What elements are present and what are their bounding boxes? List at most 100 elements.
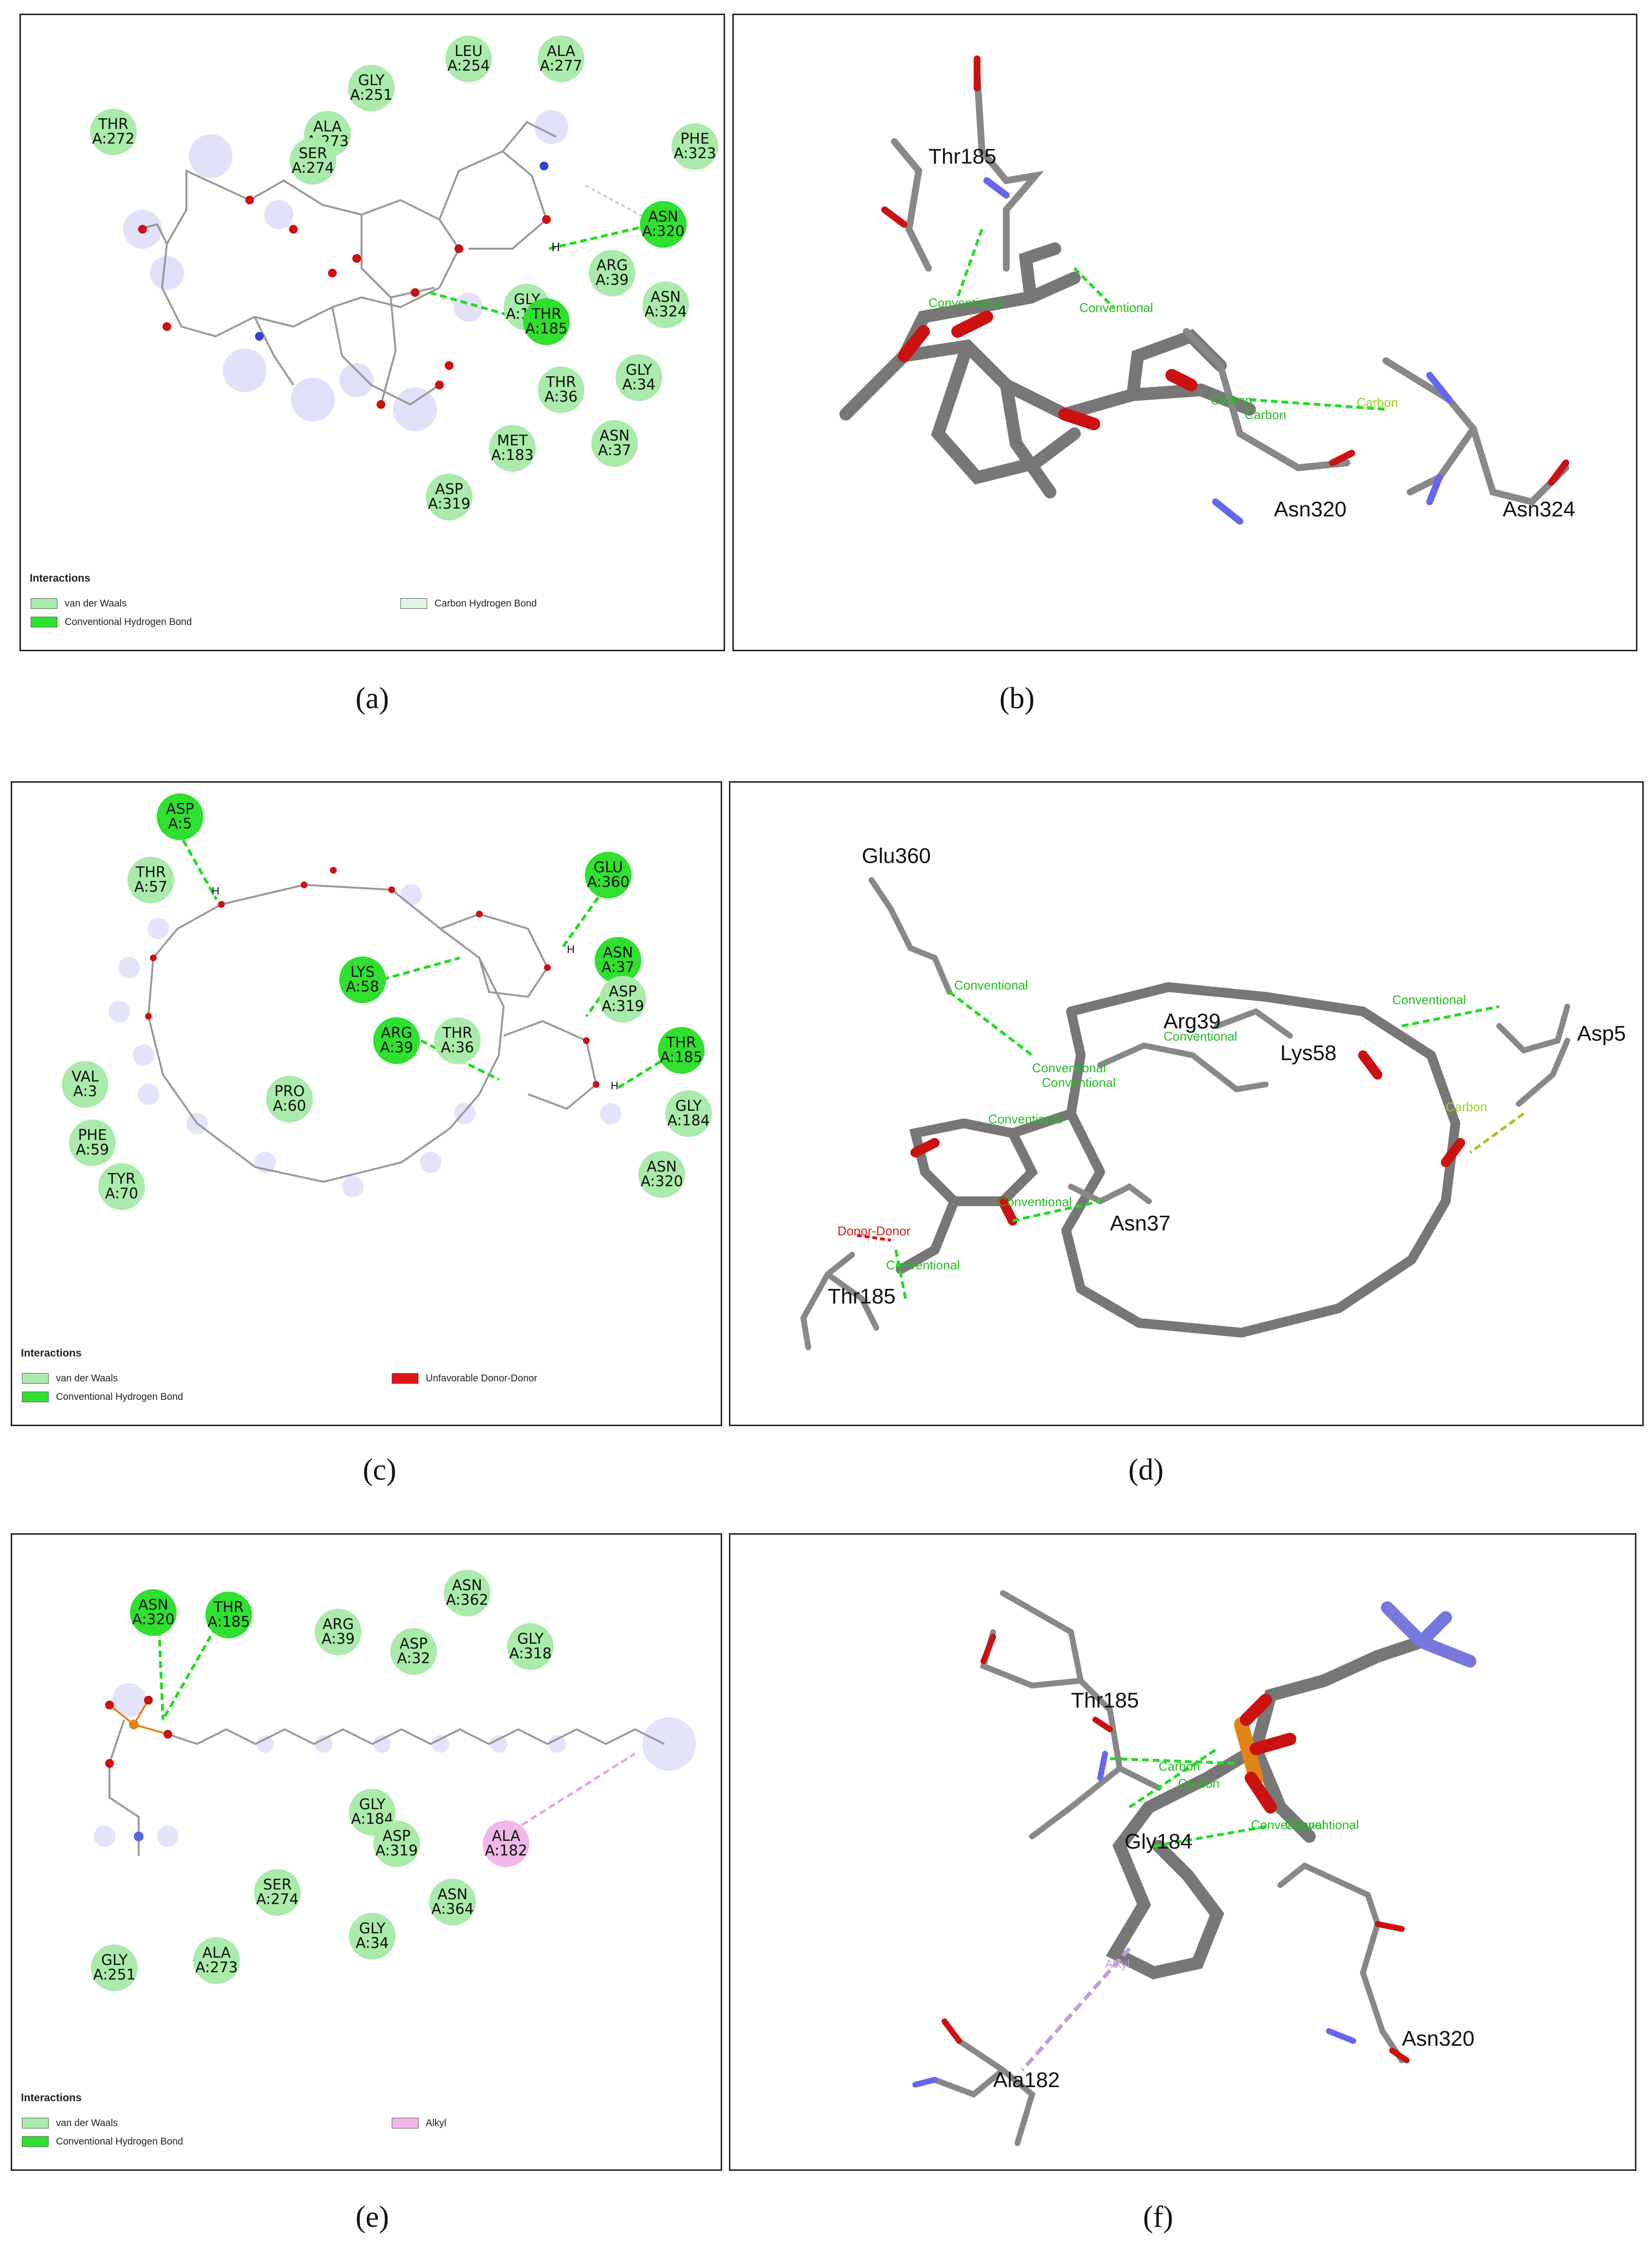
- legend-label: Conventional Hydrogen Bond: [56, 2136, 183, 2147]
- residue-name: VAL: [72, 1068, 99, 1085]
- donor-donor-line: [856, 1234, 891, 1242]
- bond-label: Donor-Donor: [837, 1224, 911, 1238]
- residue-id: A:39: [380, 1039, 413, 1056]
- phosphate-oxygens: [105, 1696, 172, 1768]
- residue-name: ALA: [202, 1944, 231, 1962]
- residue-disc: [672, 123, 718, 170]
- residue-disc: [616, 354, 662, 401]
- choline-nitrogen-sticks: [1381, 1601, 1476, 1668]
- residue-disc: [390, 1628, 437, 1675]
- panel-d-render: Glu360 Arg39 Lys58 Asp5 Asn37 Thr185 Con…: [800, 844, 1626, 1350]
- residue-name: GLY: [517, 1631, 544, 1648]
- residue-label-thr185: Thr185: [928, 145, 996, 168]
- residue-name: ASP: [609, 983, 637, 1000]
- residue-disc: [98, 1163, 145, 1210]
- residue-disc: [523, 298, 570, 345]
- ligand-glow: [94, 1683, 696, 1847]
- bond-label: Conventional: [1079, 300, 1153, 315]
- residue-disc: [507, 1623, 554, 1670]
- residue-disc: [348, 65, 395, 111]
- residue-label-thr185: Thr185: [828, 1284, 895, 1308]
- ligand-glow: [109, 884, 621, 1197]
- residue-id: A:34: [356, 1935, 389, 1952]
- legend-label: Alkyl: [426, 2118, 447, 2128]
- legend-label: Conventional Hydrogen Bond: [65, 617, 192, 627]
- residue-disc: [62, 1061, 109, 1108]
- residue-id: A:251: [350, 87, 392, 104]
- bond-label: Carbon: [1357, 395, 1398, 410]
- residue-name: THR: [531, 306, 562, 323]
- interaction-lines: [894, 990, 1500, 1299]
- legend-swatch: [400, 598, 427, 609]
- residue-id: A:254: [447, 57, 490, 74]
- alkyl-line: [1020, 1947, 1131, 2072]
- residue-id: A:318: [509, 1645, 551, 1662]
- residue-disc: [538, 36, 584, 82]
- legend-swatch: [22, 1392, 49, 1402]
- bond-label: Carbon: [1245, 407, 1286, 422]
- residue-id: A:362: [446, 1592, 488, 1609]
- residue-name: ASN: [647, 1158, 677, 1175]
- legend-label: Unfavorable Donor-Donor: [426, 1373, 538, 1384]
- residue-label-asn37: Asn37: [1110, 1211, 1171, 1235]
- residue-name: ASN: [437, 1886, 468, 1903]
- residue-nitrogens: [983, 177, 1452, 525]
- legend-swatch: [22, 2118, 49, 2128]
- legend-item-hbond: Conventional Hydrogen Bond: [17, 2134, 183, 2149]
- residue-id: A:323: [673, 145, 716, 162]
- legend-label: van der Waals: [65, 598, 127, 609]
- panel-a-legend: Interactions van der Waals Conventional …: [21, 567, 724, 650]
- residue-name: GLY: [359, 1796, 386, 1813]
- bond-label: Carbon: [1211, 393, 1252, 407]
- residue-name: PHE: [78, 1127, 107, 1144]
- legend-item-alkyl: Alkyl: [387, 2116, 446, 2130]
- legend-swatch: [31, 598, 57, 609]
- residue-id: A:183: [491, 447, 533, 464]
- panel-c-diagram: H H H ASPA:5THRA:57GLUA:360ASNA:37LYSA:5…: [62, 793, 712, 1210]
- legend-item-carbon-hbond: Carbon Hydrogen Bond: [396, 596, 537, 611]
- residue-id: A:360: [587, 874, 629, 891]
- residue-disc: [444, 1570, 490, 1616]
- residue-id: A:272: [92, 130, 134, 147]
- residue-name: ALA: [492, 1828, 521, 1845]
- legend-item-vdw: van der Waals: [26, 596, 127, 611]
- residue-id: A:70: [105, 1185, 138, 1202]
- residue-disc: [426, 474, 472, 520]
- residue-id: A:364: [431, 1901, 473, 1918]
- residue-name: GLY: [626, 362, 653, 379]
- residue-disc: [589, 250, 635, 296]
- residue-label-arg39: Arg39: [1163, 1009, 1220, 1033]
- residue-name: THR: [213, 1599, 244, 1616]
- residue-id: A:39: [322, 1631, 355, 1648]
- panel-d-3d-pose: Glu360 Arg39 Lys58 Asp5 Asn37 Thr185 Con…: [729, 781, 1644, 1426]
- residue-disc: [595, 937, 641, 984]
- residue-name: ASN: [651, 289, 681, 306]
- carbon-line: [1469, 1112, 1525, 1154]
- panel-b-3d-pose: Thr185 Asn320 Asn324 Conventional Conven…: [732, 14, 1637, 651]
- residue-name: ASN: [648, 208, 678, 225]
- residue-id: A:37: [601, 959, 635, 976]
- residue-name: GLY: [359, 1920, 386, 1937]
- residue-name: ALA: [547, 43, 576, 60]
- caption-c: (c): [363, 1453, 397, 1486]
- residue-id: A:3: [73, 1083, 97, 1100]
- residue-disc: [373, 1820, 420, 1867]
